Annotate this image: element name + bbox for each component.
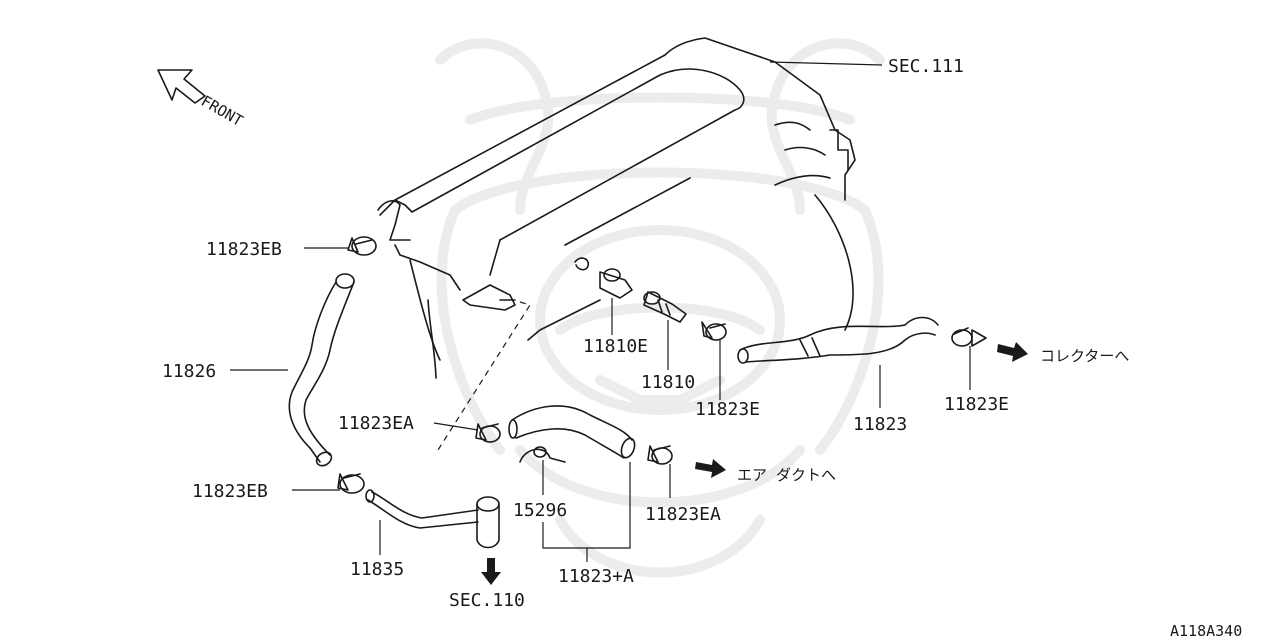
- air-duct-arrow-icon: [695, 459, 726, 478]
- front-indicator: FRONT: [157, 69, 246, 130]
- hose-11823: [737, 316, 939, 364]
- clamp-11823e-mid: [701, 321, 727, 341]
- engine-outline: [377, 37, 856, 379]
- sec110-arrow-icon: [481, 558, 501, 585]
- routing-dashed-line: [437, 301, 531, 451]
- label-11823eb-top: 11823EB: [206, 239, 282, 260]
- label-11835: 11835: [350, 559, 404, 580]
- front-arrow-icon: [157, 69, 206, 104]
- label-11823ea-left: 11823EA: [338, 413, 414, 434]
- label-11823ea-right: 11823EA: [645, 504, 721, 525]
- label-11823e-mid: 11823E: [695, 399, 760, 420]
- label-11826: 11826: [162, 361, 216, 382]
- sec111-label: SEC.111: [888, 56, 964, 77]
- sec110-label: SEC.110: [449, 590, 525, 611]
- hose-11823a: [508, 405, 636, 459]
- label-11810: 11810: [641, 372, 695, 393]
- hose-11826: [288, 273, 355, 467]
- label-11810e: 11810E: [583, 336, 648, 357]
- grommet-11810e: [574, 257, 633, 299]
- watermark-emblem: [435, 38, 885, 578]
- label-11823e-right: 11823E: [944, 394, 1009, 415]
- clamp-11823eb-top: [347, 236, 377, 256]
- clamp-11823e-right: [951, 327, 987, 347]
- pcv-valve-11810: [643, 291, 687, 323]
- clamp-11823ea-left: [475, 423, 501, 443]
- diagram-id: A118A340: [1170, 622, 1242, 639]
- pipe-11835: [365, 489, 500, 549]
- collector-arrow-icon: [997, 342, 1028, 362]
- clamp-11823ea-right: [647, 445, 673, 465]
- air-duct-label: エア ダクトへ: [737, 466, 836, 484]
- clamp-11823eb-bottom: [337, 473, 365, 494]
- pipe-fitting: [462, 284, 516, 311]
- label-11823a: 11823+A: [558, 566, 634, 587]
- label-15296: 15296: [513, 500, 567, 521]
- elbow-15296: [519, 446, 566, 463]
- front-label: FRONT: [198, 92, 246, 130]
- label-11823: 11823: [853, 414, 907, 435]
- label-11823eb-bottom: 11823EB: [192, 481, 268, 502]
- collector-label: コレクターへ: [1040, 347, 1129, 365]
